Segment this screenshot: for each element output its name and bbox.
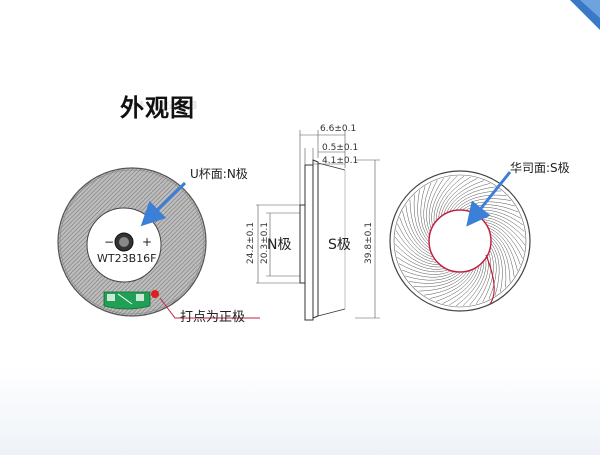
washer-fin	[394, 236, 439, 266]
washer-fin	[449, 264, 482, 306]
washer-fin	[420, 186, 429, 238]
washer-fin	[423, 182, 432, 235]
washer-fin	[459, 198, 511, 210]
washer-fin	[428, 177, 445, 229]
u-cup-label: U杯面:N极	[190, 167, 248, 181]
washer-fin	[409, 272, 461, 284]
page-title: 外观图	[120, 94, 195, 122]
side-view	[256, 130, 380, 321]
minus-mark: −	[104, 235, 114, 249]
washer-fin	[398, 263, 451, 275]
washer-fin	[438, 176, 471, 218]
washer-fin	[435, 175, 465, 220]
washer-fin	[491, 237, 507, 288]
n-pole-label: N极	[267, 237, 292, 253]
u-cup-arrow	[140, 181, 187, 227]
dim-inner-diameter: 20.3±0.1	[259, 222, 270, 264]
washer-fin	[418, 272, 467, 292]
washer-fin	[405, 205, 430, 252]
front-view-u-cup	[57, 167, 207, 317]
s-pole-label: S极	[328, 237, 351, 253]
washer-fin	[429, 270, 474, 299]
washer-fin	[395, 250, 445, 270]
washer-fin	[399, 217, 433, 258]
washer-fin	[436, 268, 477, 302]
washer-fin	[394, 243, 442, 268]
washer-fin	[402, 210, 431, 255]
washer-fin	[475, 253, 492, 305]
washer-fin	[442, 266, 480, 304]
washer-label: 华司面:S极	[510, 161, 570, 175]
washer-fin	[413, 272, 464, 288]
dim-washer-thickness: 0.5±0.1	[322, 143, 359, 153]
positive-label: 打点为正极	[180, 310, 246, 325]
washer-fin	[431, 176, 451, 226]
washer-fin	[491, 234, 511, 283]
washer-fin	[409, 199, 429, 248]
dim-frame-depth: 4.1±0.1	[322, 156, 359, 166]
washer-fin	[490, 230, 515, 277]
washer-fin	[455, 262, 485, 307]
washer-fin	[440, 178, 478, 216]
washer-fin	[397, 223, 435, 261]
washer-fin	[401, 269, 454, 278]
corner-decoration	[570, 0, 600, 30]
model-label: WT23B16F	[97, 252, 157, 265]
washer-fin	[417, 190, 429, 242]
washer-fin	[433, 175, 458, 223]
washer-fin	[487, 224, 521, 265]
washer-fin	[424, 271, 471, 296]
washer-fin	[462, 259, 487, 307]
washer-fin	[426, 179, 438, 232]
washer-fin	[413, 194, 429, 245]
washer-fin	[395, 230, 437, 263]
plus-mark: +	[142, 235, 152, 249]
washer-fin	[482, 250, 494, 303]
washer-fin	[456, 194, 507, 210]
washer-fin	[443, 180, 484, 214]
washer-fin	[489, 227, 518, 272]
washer-fin	[396, 256, 448, 273]
dim-outer-diameter: 39.8±0.1	[363, 222, 374, 264]
washer-fin	[491, 240, 503, 292]
washer-arrow	[466, 171, 512, 227]
dim-total-thickness: 6.6±0.1	[320, 124, 357, 134]
washer-fin	[488, 247, 497, 300]
positive-leader	[159, 297, 260, 319]
dim-cup-diameter: 24.2±0.1	[245, 222, 256, 264]
back-view-washer	[389, 170, 531, 312]
washer-fin	[491, 244, 500, 296]
washer-fin	[449, 186, 496, 211]
washer-fin	[446, 183, 491, 212]
washer-fin	[405, 272, 457, 281]
